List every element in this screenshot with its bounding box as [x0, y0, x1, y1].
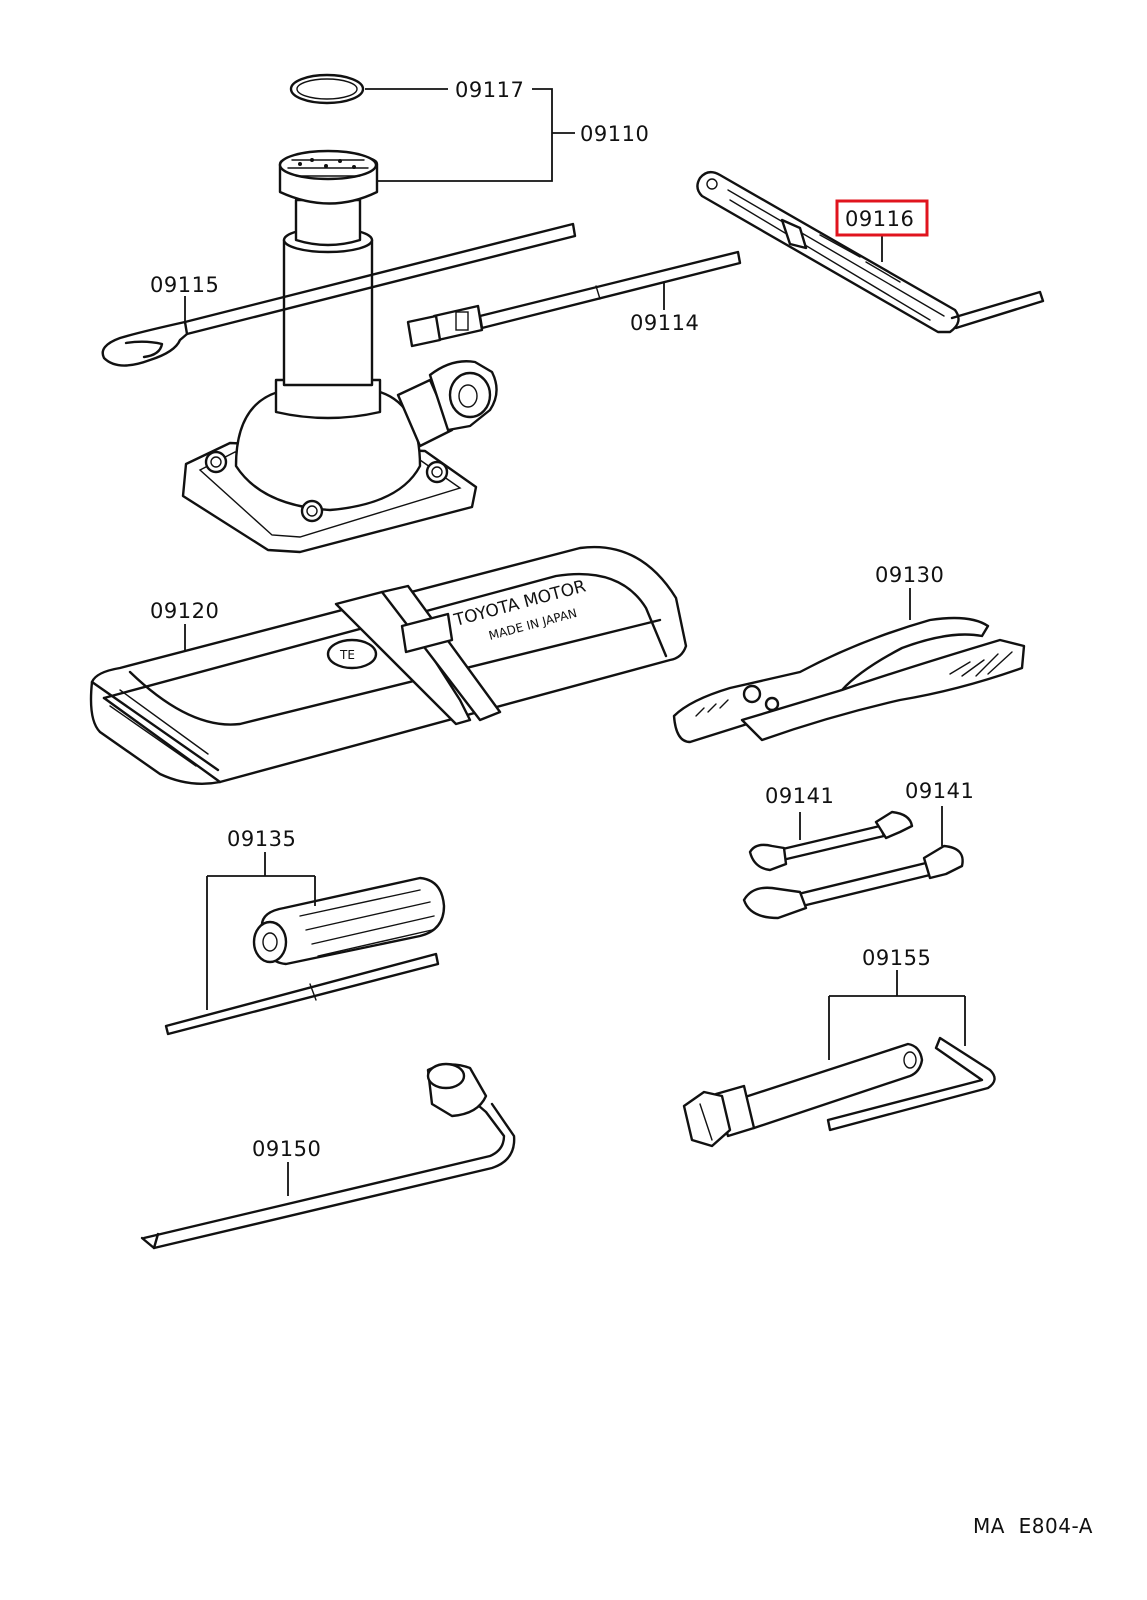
jack-part[interactable] [181, 149, 498, 554]
screwdriver-bracket [206, 852, 316, 1010]
jack-handle-part[interactable] [101, 222, 577, 367]
tool-bag-part[interactable]: TE TOYOTA MOTOR MADE IN JAPAN [89, 545, 688, 785]
callout-09141-b[interactable]: 09141 [905, 779, 974, 803]
o-ring-part[interactable] [289, 73, 365, 105]
diagram-code: MA E804-A [973, 1514, 1093, 1538]
callout-09150[interactable]: 09150 [252, 1137, 321, 1161]
pliers-part[interactable] [672, 616, 1026, 744]
wrench-small-part[interactable] [748, 810, 914, 872]
wrench-large-part[interactable] [742, 844, 964, 920]
handle-extension-part[interactable] [406, 250, 742, 348]
highlight-box-09116 [835, 199, 929, 237]
callout-09141-a[interactable]: 09141 [765, 784, 834, 808]
hub-nut-wrench-part[interactable] [682, 1036, 996, 1148]
callout-09155[interactable]: 09155 [862, 946, 931, 970]
callout-09116[interactable]: 09116 [845, 207, 914, 231]
screwdriver-part[interactable] [164, 876, 446, 1036]
jack-assy-bracket [378, 88, 575, 182]
callout-09114[interactable]: 09114 [630, 311, 699, 335]
callout-09110[interactable]: 09110 [580, 122, 649, 146]
wheel-nut-wrench-part[interactable] [140, 1062, 516, 1250]
callout-09117[interactable]: 09117 [455, 78, 524, 102]
callout-09135[interactable]: 09135 [227, 827, 296, 851]
hub-nut-wrench-bracket [828, 970, 966, 1060]
callout-09120[interactable]: 09120 [150, 599, 219, 623]
tool-bag-logo-mark: TE [339, 648, 355, 662]
callout-09130[interactable]: 09130 [875, 563, 944, 587]
jack-handle-lever-part[interactable] [696, 170, 1045, 334]
callout-09115[interactable]: 09115 [150, 273, 219, 297]
